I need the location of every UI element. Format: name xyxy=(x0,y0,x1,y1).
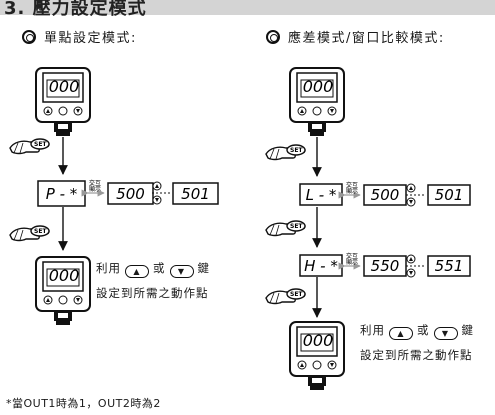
left-value-a: 500 xyxy=(116,185,145,203)
up-triangle-key-icon: ▲ xyxy=(125,265,149,278)
left-bottom-gauge-value: 000 xyxy=(49,266,80,285)
right-l-alt-top: 交互 xyxy=(346,181,358,189)
right-note-or: 或 xyxy=(417,323,430,337)
left-bottom-gauge: 000 xyxy=(35,256,91,326)
down-triangle-key-icon: ▼ xyxy=(169,265,194,278)
right-note-prefix: 利用 xyxy=(360,323,385,337)
section-header-title: 3. 壓力設定模式 xyxy=(4,0,147,19)
right-bottom-gauge: 000 xyxy=(289,321,345,391)
right-l-value-b: 501 xyxy=(435,186,464,204)
left-section-title: 單點設定模式: xyxy=(22,27,137,46)
right-l-value-b-box xyxy=(427,184,471,206)
right-h-value-b: 551 xyxy=(435,257,464,275)
footnote: *當OUT1時為1，OUT2時為2 xyxy=(6,397,161,410)
right-note-line2: 設定到所需之動作點 xyxy=(360,348,473,362)
left-top-gauge: 000 xyxy=(35,67,91,137)
left-note-key: 鍵 xyxy=(197,261,210,275)
right-h-alt-top: 交互 xyxy=(346,252,358,260)
right-section-title: 應差模式/窗口比較模式: xyxy=(266,27,445,46)
left-note-line2: 設定到所需之動作點 xyxy=(96,286,209,300)
right-h-alt-bottom: 顯示 xyxy=(346,259,358,266)
right-h-mode-code: H - * xyxy=(304,257,338,275)
right-top-gauge-value: 000 xyxy=(303,77,334,96)
left-note-prefix: 利用 xyxy=(96,261,121,275)
right-set-label-3: SET xyxy=(290,291,303,298)
right-set-label-1: SET xyxy=(290,147,303,154)
right-h-value-b-box xyxy=(427,255,471,277)
target-circle-icon xyxy=(266,30,280,44)
right-top-gauge: 000 xyxy=(289,67,345,137)
right-bottom-gauge-value: 000 xyxy=(303,331,334,350)
left-instruction: 利用 ▲ 或▼鍵 設定到所需之動作點 xyxy=(96,260,210,301)
left-set-label-2: SET xyxy=(34,228,47,235)
left-value-b: 501 xyxy=(181,185,210,203)
right-h-value-a: 550 xyxy=(371,257,400,275)
left-top-gauge-value: 000 xyxy=(49,77,80,96)
right-l-mode-code: L - * xyxy=(306,186,337,204)
left-value-b-box xyxy=(172,182,219,205)
right-instruction: 利用 ▲ 或▼鍵 設定到所需之動作點 xyxy=(360,322,474,363)
left-section-title-text: 單點設定模式: xyxy=(44,31,137,46)
right-set-label-2: SET xyxy=(290,223,303,230)
right-note-key: 鍵 xyxy=(461,323,474,337)
left-mode-code: P - * xyxy=(46,185,78,203)
left-alt-label-bottom: 顯示 xyxy=(89,186,101,193)
left-alt-label-top: 交互 xyxy=(89,179,101,187)
right-section-title-text: 應差模式/窗口比較模式: xyxy=(288,31,445,46)
left-mode-box xyxy=(37,180,86,207)
target-circle-icon xyxy=(22,30,36,44)
down-triangle-key-icon: ▼ xyxy=(433,327,458,340)
up-triangle-key-icon: ▲ xyxy=(389,327,413,340)
right-l-alt-bottom: 顯示 xyxy=(346,188,358,195)
left-note-or: 或 xyxy=(153,261,166,275)
section-header-bar: 3. 壓力設定模式 xyxy=(0,0,495,19)
left-set-label-1: SET xyxy=(34,141,47,148)
right-l-value-a: 500 xyxy=(371,186,400,204)
